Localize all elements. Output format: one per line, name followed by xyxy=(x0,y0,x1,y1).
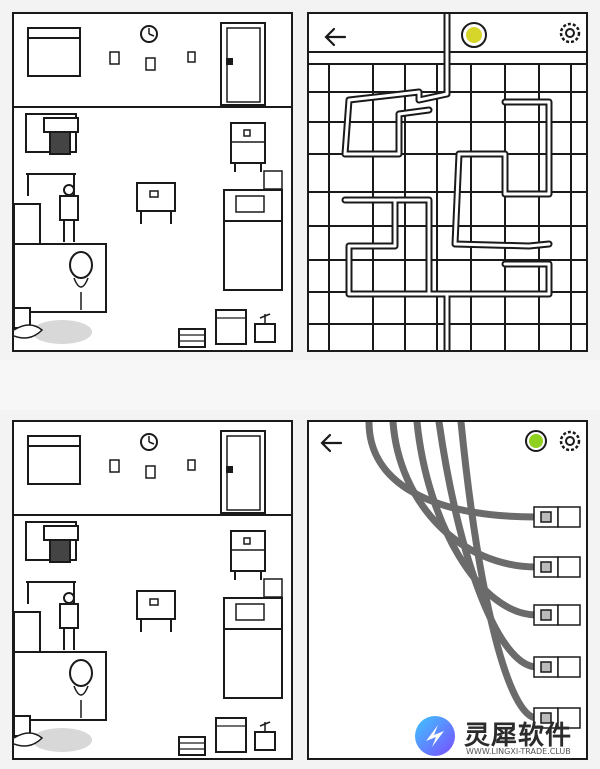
small-frame-1 xyxy=(109,51,120,65)
bathroom-counter xyxy=(14,651,107,721)
room-scene-bottom xyxy=(12,420,293,760)
socket-5-symbol xyxy=(557,707,581,729)
socket-4-symbol xyxy=(557,656,581,678)
pipe-puzzle-board xyxy=(309,14,586,350)
arrow-left-icon[interactable] xyxy=(317,428,347,458)
arrow-left-icon[interactable] xyxy=(321,22,351,52)
wall-picture xyxy=(27,27,81,77)
pipe-puzzle-panel xyxy=(307,12,588,352)
drawer-cabinet[interactable] xyxy=(230,122,266,164)
socket-3-symbol xyxy=(557,604,581,626)
floor-crate[interactable] xyxy=(178,328,206,348)
character-person[interactable] xyxy=(63,592,75,604)
floor-box[interactable] xyxy=(215,717,247,753)
bathroom-counter xyxy=(14,243,107,313)
small-frame-3 xyxy=(187,51,196,63)
bed[interactable] xyxy=(223,597,283,699)
socket-2-symbol xyxy=(557,556,581,578)
cable-puzzle-panel xyxy=(307,420,588,760)
flower-pot[interactable] xyxy=(254,323,276,343)
bed[interactable] xyxy=(223,189,283,291)
pipe-segment-a xyxy=(341,14,451,158)
mirror xyxy=(69,251,93,279)
floor-shadow xyxy=(32,320,92,344)
pipe-segment-d xyxy=(393,196,433,298)
watermark-name: 灵犀软件 xyxy=(464,721,573,751)
floor-box[interactable] xyxy=(215,309,247,345)
watermark: 灵犀软件 WWW.LINGXI-TRADE.CLUB xyxy=(412,711,592,763)
gear-icon[interactable] xyxy=(557,20,583,46)
side-cabinet xyxy=(14,203,41,245)
drawer-cabinet[interactable] xyxy=(230,530,266,572)
small-frame-2 xyxy=(145,57,156,71)
pipe-segment-b xyxy=(451,98,553,250)
gear-icon[interactable] xyxy=(557,428,583,454)
room-scene-top xyxy=(12,12,293,352)
character-person[interactable] xyxy=(63,184,75,196)
cable-4[interactable] xyxy=(435,422,541,671)
floor-crate[interactable] xyxy=(178,736,206,756)
room-drawing xyxy=(14,22,291,348)
room-drawing-2 xyxy=(14,430,291,756)
cable-puzzle-board xyxy=(365,422,581,729)
screenshot-divider xyxy=(0,360,600,410)
flower-pot[interactable] xyxy=(254,731,276,751)
cable-2[interactable] xyxy=(389,422,541,571)
watermark-logo-icon xyxy=(415,716,455,756)
cable-3[interactable] xyxy=(413,422,541,619)
bedside-photo xyxy=(263,170,283,190)
door[interactable] xyxy=(220,22,266,106)
lightbulb-button[interactable] xyxy=(459,20,489,50)
lightbulb-button[interactable] xyxy=(523,428,549,454)
watermark-url: WWW.LINGXI-TRADE.CLUB xyxy=(466,747,571,756)
cable-5[interactable] xyxy=(457,422,541,722)
sink[interactable] xyxy=(73,277,89,288)
sink[interactable] xyxy=(73,685,89,696)
socket-1-symbol xyxy=(557,506,581,528)
wall-picture xyxy=(27,435,81,485)
